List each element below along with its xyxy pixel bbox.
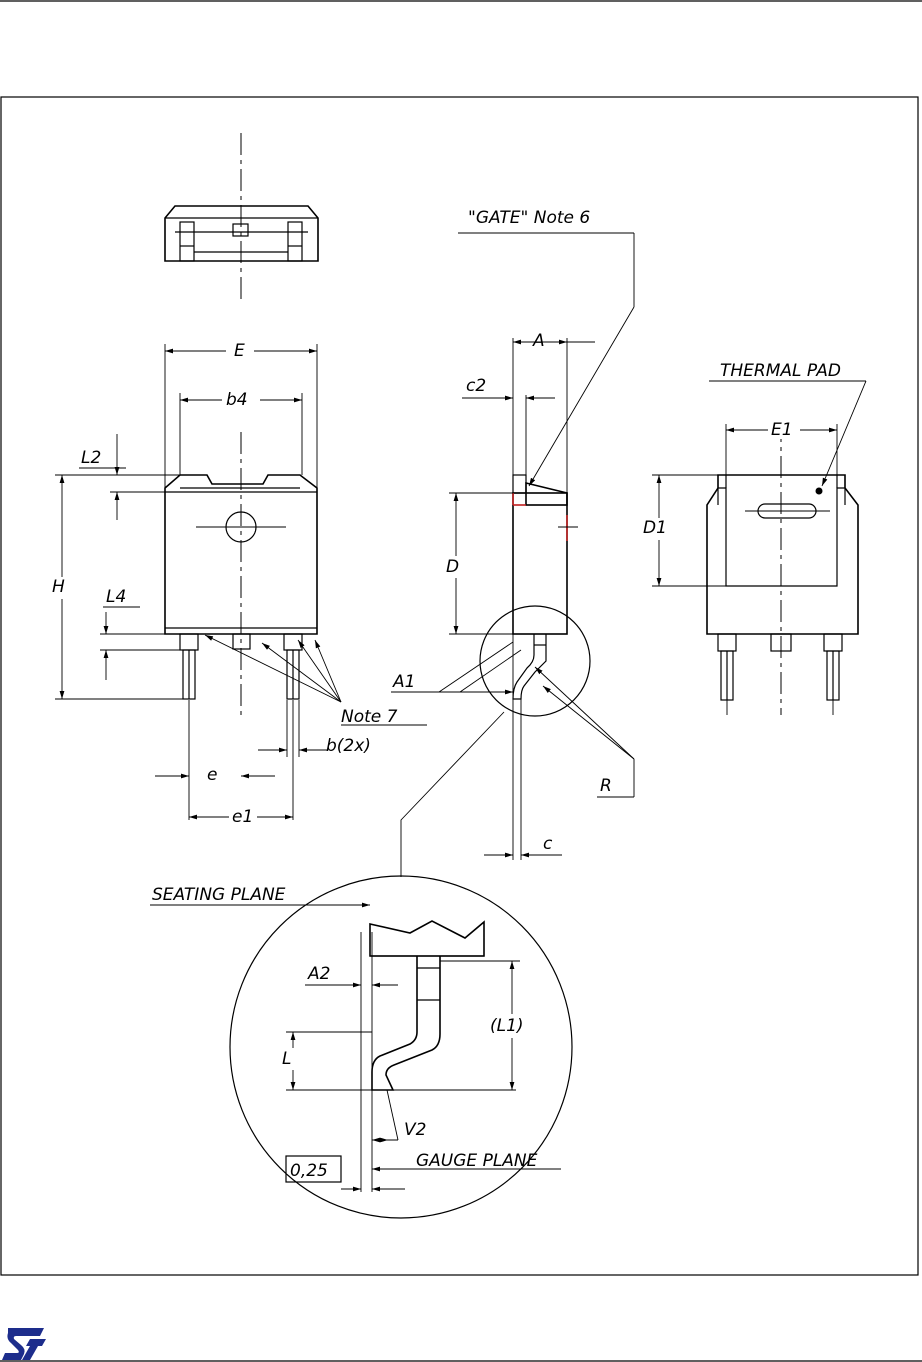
- dim-L4: [100, 607, 183, 680]
- dim-L: [280, 1032, 372, 1090]
- label-L1: (L1): [490, 1016, 524, 1036]
- label-b4: b4: [226, 390, 248, 410]
- dim-L2: [79, 434, 207, 520]
- dim-c2: [462, 395, 555, 483]
- label-L4: L4: [106, 587, 126, 607]
- label-e: e: [207, 765, 217, 785]
- label-note7: Note 7: [341, 707, 398, 727]
- label-A2: A2: [307, 964, 330, 984]
- label-gauge-value: 0,25: [290, 1161, 328, 1181]
- drawing-frame: [1, 97, 918, 1275]
- label-A1: A1: [392, 672, 415, 692]
- bottom-view: [707, 420, 858, 715]
- front-view: [165, 432, 317, 820]
- label-c2: c2: [466, 376, 486, 396]
- label-D1: D1: [643, 518, 667, 538]
- label-R: R: [600, 776, 612, 796]
- detail-leader: [401, 712, 504, 877]
- dim-R: [535, 667, 634, 797]
- label-H: H: [52, 577, 65, 597]
- label-gate: "GATE" Note 6: [468, 208, 590, 228]
- label-L: L: [282, 1049, 291, 1069]
- end-view: [165, 133, 318, 300]
- label-D: D: [446, 557, 459, 577]
- dim-A: [513, 338, 595, 493]
- label-V2: V2: [404, 1120, 426, 1140]
- label-gauge-plane: GAUGE PLANE: [416, 1151, 538, 1171]
- label-thermal-pad: THERMAL PAD: [720, 361, 841, 381]
- st-logo-icon: [2, 1328, 46, 1360]
- dim-E: [165, 340, 317, 488]
- dim-V2: [372, 1090, 398, 1140]
- label-e1: e1: [232, 807, 253, 827]
- label-E: E: [234, 341, 245, 361]
- label-L2: L2: [81, 448, 101, 468]
- label-b2x: b(2x): [326, 736, 371, 756]
- gate-note: [458, 233, 634, 486]
- label-E1: E1: [771, 420, 793, 440]
- label-A: A: [532, 331, 545, 351]
- label-seating-plane: SEATING PLANE: [152, 885, 286, 905]
- label-c: c: [543, 834, 553, 854]
